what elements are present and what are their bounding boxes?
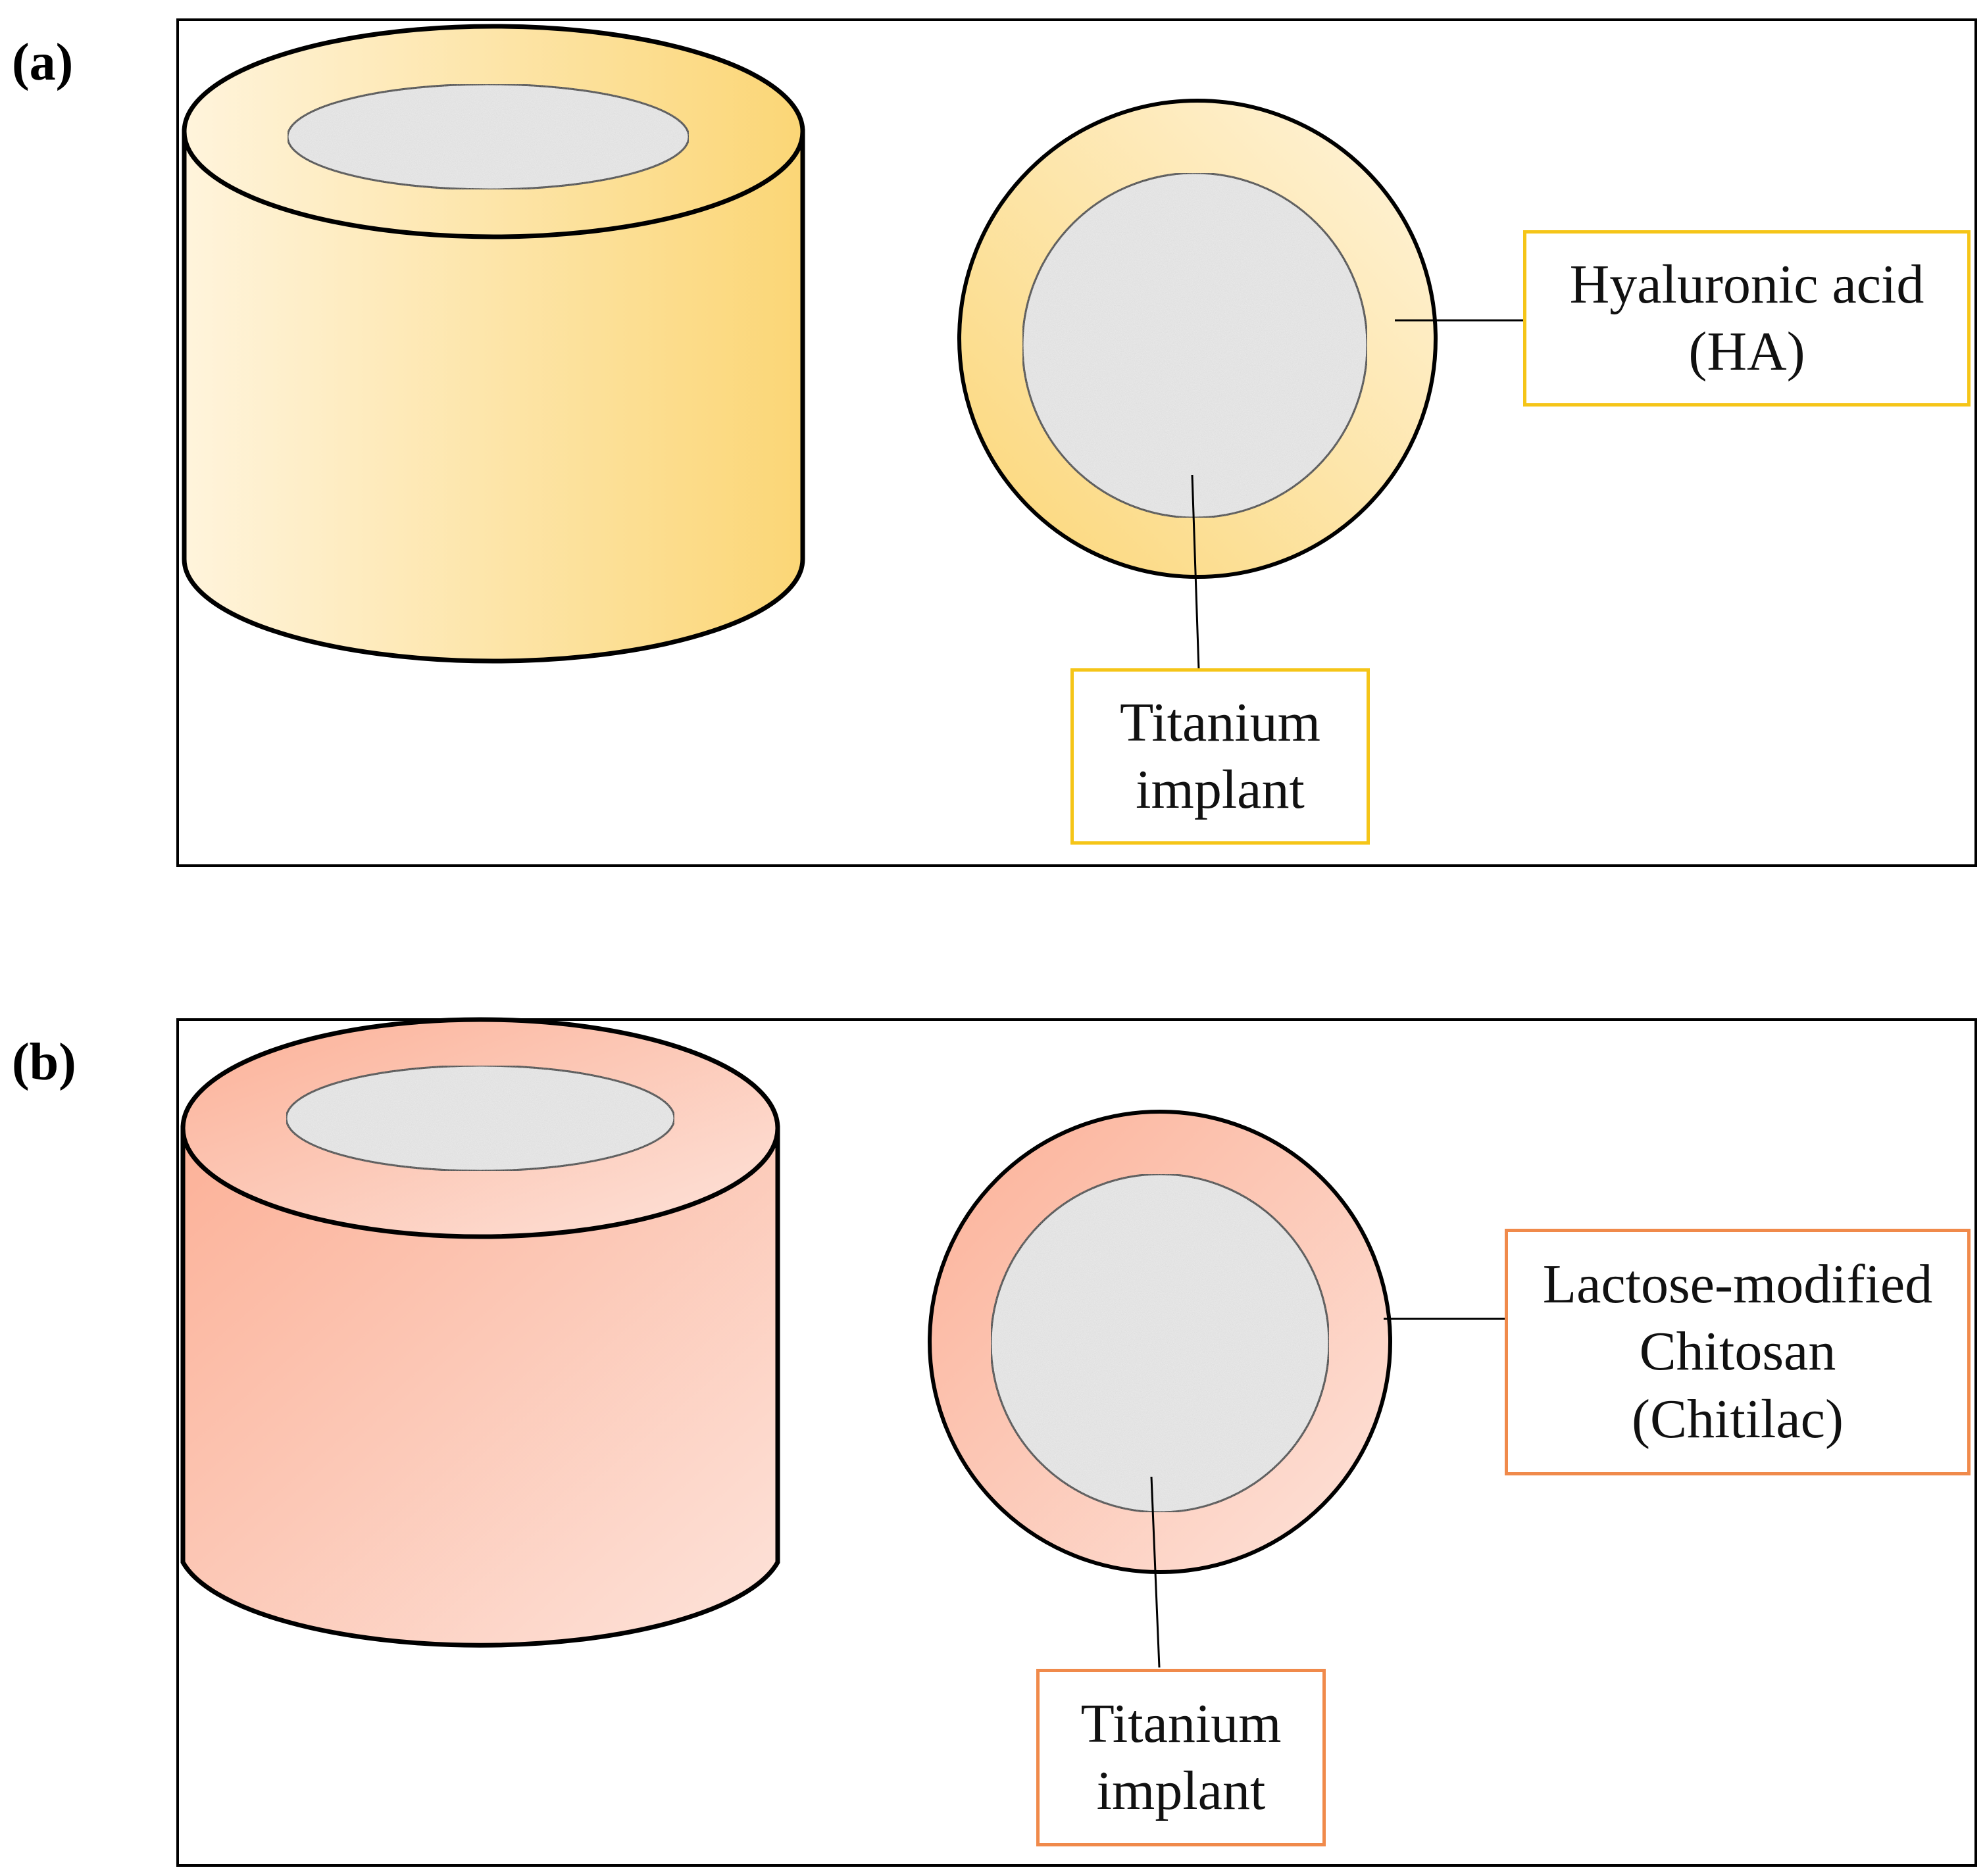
ha-core-label-line-1: Titanium xyxy=(1120,691,1320,753)
chitilac-coating-label-line-2: Chitosan xyxy=(1639,1321,1836,1383)
ha-titanium-core xyxy=(1021,172,1369,519)
ha-cross-section xyxy=(957,99,1525,670)
chitilac-coating-label-line-1: Lactose-modified xyxy=(1542,1253,1933,1315)
chitilac-cylinder-titanium-core xyxy=(285,1064,676,1172)
chitilac-core-label-line-2: implant xyxy=(1096,1760,1266,1821)
ha-coating-label-line-2: (HA) xyxy=(1688,321,1805,382)
ha-cylinder-titanium-core xyxy=(286,83,690,191)
chitilac-cylinder-side xyxy=(180,1125,780,1648)
chitilac-coating-label-box: Lactose-modified Chitosan (Chitilac) xyxy=(1505,1229,1971,1475)
chitilac-core-leader-line xyxy=(1150,1476,1161,1668)
ha-core-leader-line xyxy=(1191,474,1200,670)
ha-coating-label-box: Hyaluronic acid (HA) xyxy=(1523,230,1971,407)
chitilac-titanium-core xyxy=(990,1173,1330,1514)
chitilac-coating-label-line-3: (Chitilac) xyxy=(1632,1388,1844,1450)
chitilac-core-label-line-1: Titanium xyxy=(1080,1692,1282,1754)
chitilac-coated-cylinder xyxy=(180,1017,780,1648)
panel-b-label: (b) xyxy=(12,1033,76,1091)
ha-core-label-line-2: implant xyxy=(1136,759,1305,820)
ha-cylinder-side xyxy=(182,129,805,664)
ha-coating-label-line-1: Hyaluronic acid xyxy=(1569,253,1924,315)
chitilac-core-label-box: Titanium implant xyxy=(1036,1669,1326,1846)
ha-coated-cylinder xyxy=(182,24,805,664)
panel-a-label: (a) xyxy=(12,34,74,91)
ha-core-label-box: Titanium implant xyxy=(1070,668,1370,845)
chitilac-cross-section xyxy=(928,1110,1507,1668)
